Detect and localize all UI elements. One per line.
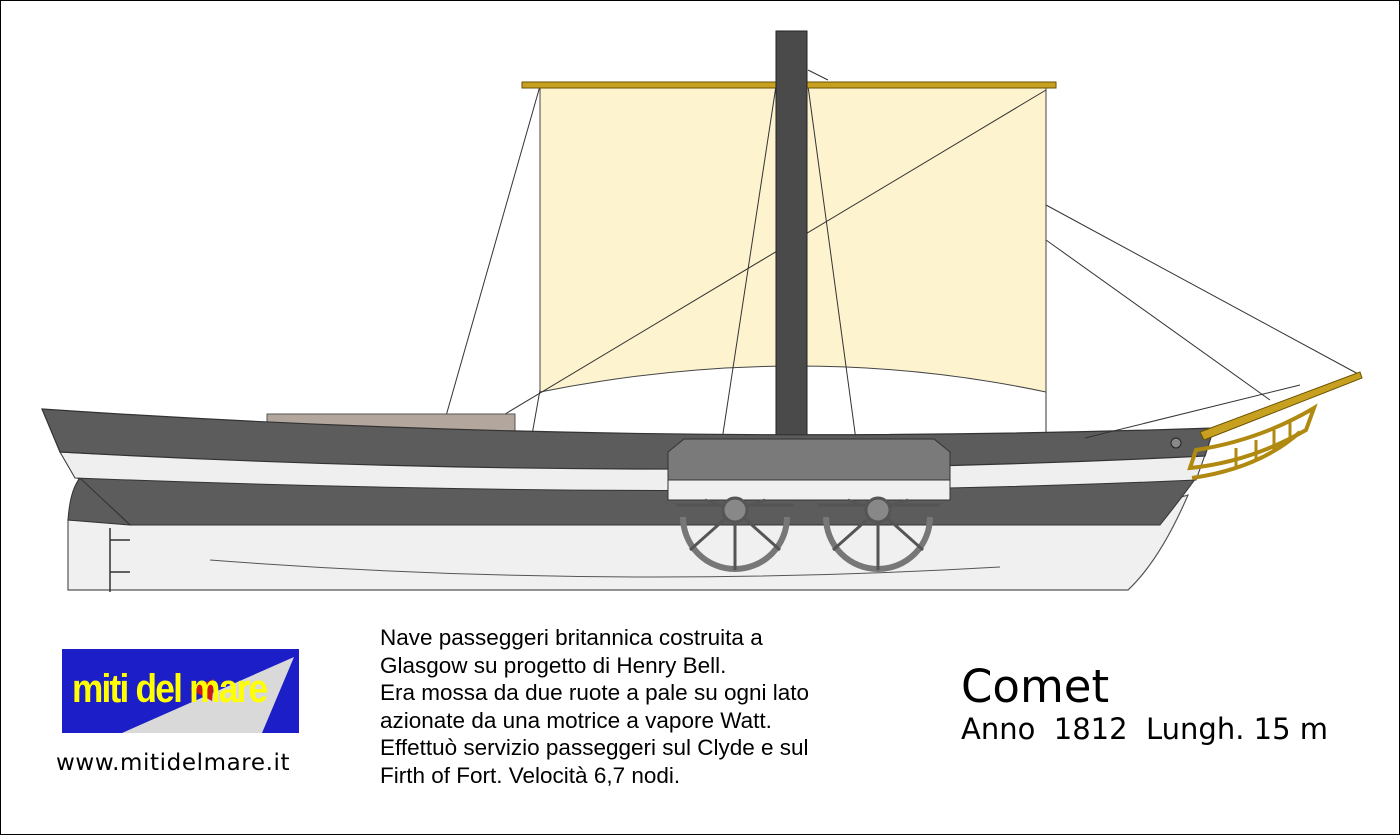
hull-bottom (67, 494, 1190, 591)
funnel (775, 30, 808, 444)
rudder (109, 528, 130, 592)
paddle-wheel-aft (676, 496, 794, 572)
description-line: Glasgow su progetto di Henry Bell. (380, 652, 727, 678)
ship-name: Comet (961, 660, 1110, 713)
ship-description: Nave passeggeri britannica costruita a G… (380, 624, 940, 789)
bowsprit (1084, 371, 1363, 480)
website-url: www.mitidelmare.it (56, 750, 291, 776)
ship-specs: Anno 1812 Lungh. 15 m (961, 712, 1329, 746)
description-line: Firth of Fort. Velocità 6,7 nodi. (380, 762, 681, 788)
ship-illustration (41, 30, 1363, 592)
description-line: Era mossa da due ruote a pale su ogni la… (380, 680, 810, 705)
description-line: Effettuò servizio passeggeri sul Clyde e… (380, 735, 809, 760)
rigging-lines (441, 69, 1361, 447)
description-line: azionate da una motrice a vapore Watt. (380, 707, 772, 733)
hawse-hole (1170, 437, 1182, 449)
description-line: Nave passeggeri britannica costruita a (380, 625, 763, 650)
logo-text: miti del mare (72, 667, 268, 711)
hull-upper-band (41, 408, 1215, 470)
paddle-wheel-fore (818, 496, 940, 572)
miti-del-mare-logo: miti del mare (62, 649, 299, 733)
